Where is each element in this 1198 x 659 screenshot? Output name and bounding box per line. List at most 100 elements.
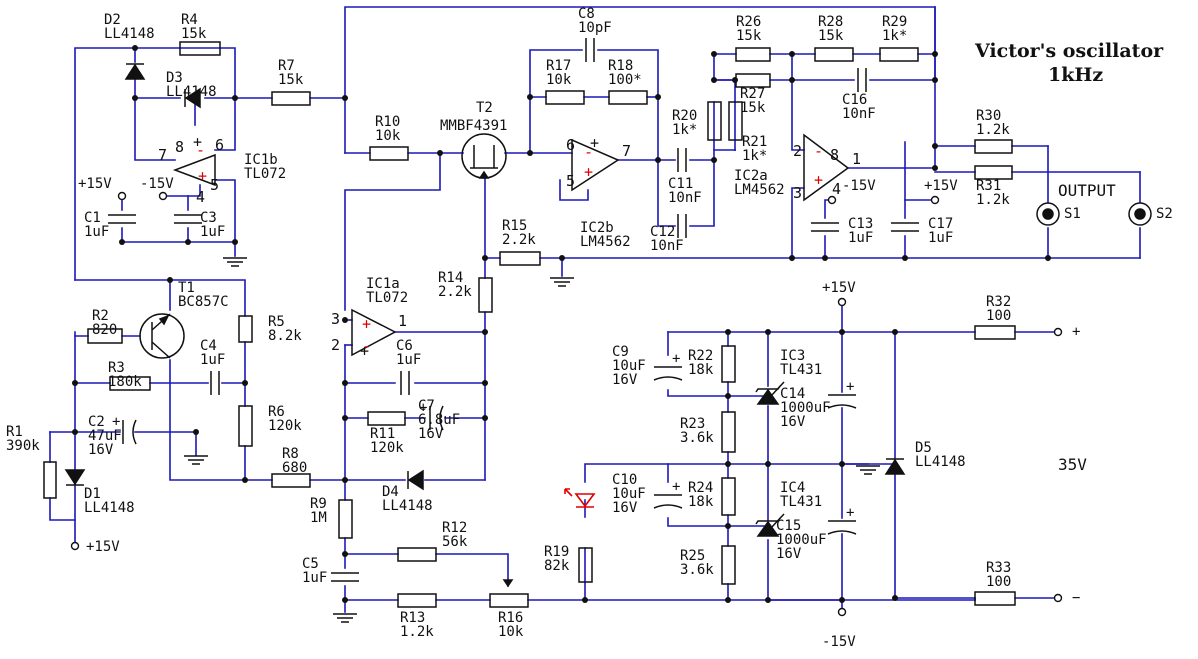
ic1a-plus-mark: + [362,315,371,333]
d1-triangle [64,469,86,486]
c7-label-line-3: 16V [418,426,444,442]
r16-body [489,593,529,608]
ic1a-pin-1: 3 [331,310,340,328]
r16-wiper-arrow [502,579,514,588]
output-label: OUTPUT [1058,181,1116,200]
r11-label-line-2: 120k [370,440,404,456]
junction-54 [765,523,771,529]
r7-label-line-2: 15k [278,72,304,88]
junction-13 [732,77,738,83]
t1-emitter [151,341,171,359]
c10-polarity: + [672,479,680,495]
r12-label-line-1: R12 [442,520,467,536]
r29-body [879,47,919,62]
junction-50 [725,461,731,467]
d1-label-line-2: LL4148 [84,500,135,516]
c9-label-line-3: 16V [612,372,638,388]
r5-label-line-2: 8.2k [268,328,302,344]
r14-label-line-2: 2.2k [438,284,472,300]
c9-plate-neg [653,376,683,381]
r3-label-line-1: R3 [108,360,125,376]
r18-label-line-1: R18 [608,58,633,74]
junction-32 [342,477,348,483]
r3-body [109,376,151,391]
c14-plate-neg [827,404,857,409]
c5-label-line-2: 1uF [302,570,327,586]
ic1a-minus-mark: - [362,337,371,355]
ic1b-plus-mark: + [198,167,207,185]
ic2b-label-line-1: IC2b [580,220,614,236]
junction-8 [655,94,661,100]
c10-plate-neg [653,504,683,509]
ic1b-minus-mark: - [196,141,205,159]
junction-6 [527,150,533,156]
r4-label-line-1: R4 [181,12,198,28]
c13-label-line-2: 1uF [848,230,873,246]
junction-57 [839,597,845,603]
r11-label-line-1: R11 [370,426,395,442]
c11-label-line-1: C11 [668,176,693,192]
junction-9 [655,157,661,163]
r19-label-line-1: R19 [544,544,569,560]
ic2b-pin-4: + [590,134,599,152]
c8-label-line-2: 10pF [578,20,612,36]
c17-label-line-2: 1uF [928,230,953,246]
c4-label-line-1: C4 [200,338,217,354]
junction-43 [232,239,238,245]
r13-label-line-1: R13 [400,610,425,626]
junction-24 [559,255,565,261]
junction-55 [725,597,731,603]
r5-body [238,315,253,343]
ic4-ref-lead [770,513,785,529]
connector-2-ring [1128,202,1152,226]
t1-label-line-2: BC857C [178,294,229,310]
d1-label-line-1: D1 [84,486,101,502]
component-labels: R1390kR2820R3180kR415kR58.2kR6120kR715kR… [6,6,1173,650]
ic4-label-line-1: IC4 [780,480,805,496]
terminal-pos-ic2a-text: +15V [924,178,958,194]
r30-label-line-1: R30 [976,108,1001,124]
ic1b-label-line-2: TL072 [244,166,286,182]
r11-body [367,411,406,426]
title-line-2: 1kHz [1048,64,1103,86]
terminal-neg-psu-text: -15V [822,634,856,650]
terminal-pos-psu-text: +15V [822,280,856,296]
junction-38 [72,380,78,386]
d3-label-line-2: LL4148 [166,84,217,100]
junction-39 [72,429,78,435]
terminal-pos-ic1b-text: +15V [78,176,112,192]
c10-label-line-3: 16V [612,500,638,516]
r18-label-line-2: 100* [608,72,642,88]
c14-label-line-3: 16V [780,414,806,430]
ic2a-label-line-1: IC2a [734,168,768,184]
junction-46 [839,329,845,335]
r21-label-line-2: 1k* [742,148,767,164]
r27-label-line-2: 15k [740,100,766,116]
connector-2-label: S2 [1156,206,1173,222]
r24-label-line-2: 18k [688,494,714,510]
c15-plate-neg [827,530,857,535]
ic3-label-line-1: IC3 [780,348,805,364]
r19-body [578,547,593,583]
t2-label-type: MMBF4391 [440,118,507,134]
terminal-pos-ic2a-circle [930,195,940,205]
c14-label-line-2: 1000uF [780,400,831,416]
ic2a-plus-mark: + [814,171,823,189]
r18-body [608,90,648,105]
c7-label-line-2: 6.8uF [418,412,460,428]
ic1b-pin-1: 7 [158,146,167,164]
r31-label-line-2: 1.2k [976,192,1010,208]
r8-label-line-2: 680 [282,460,307,476]
junction-59 [892,595,898,601]
d2-label-line-1: D2 [104,12,121,28]
junction-31 [342,415,348,421]
ic1a-label-line-2: TL072 [366,290,408,306]
r17-label-line-2: 10k [546,72,572,88]
terminal-pos-bias-text: +15V [86,539,120,555]
junction-10 [711,157,717,163]
c10-label-line-2: 10uF [612,486,646,502]
d5-triangle [884,458,906,475]
title-line-1: Victor's oscillator [974,40,1164,62]
r24-label-line-1: R24 [688,480,713,496]
